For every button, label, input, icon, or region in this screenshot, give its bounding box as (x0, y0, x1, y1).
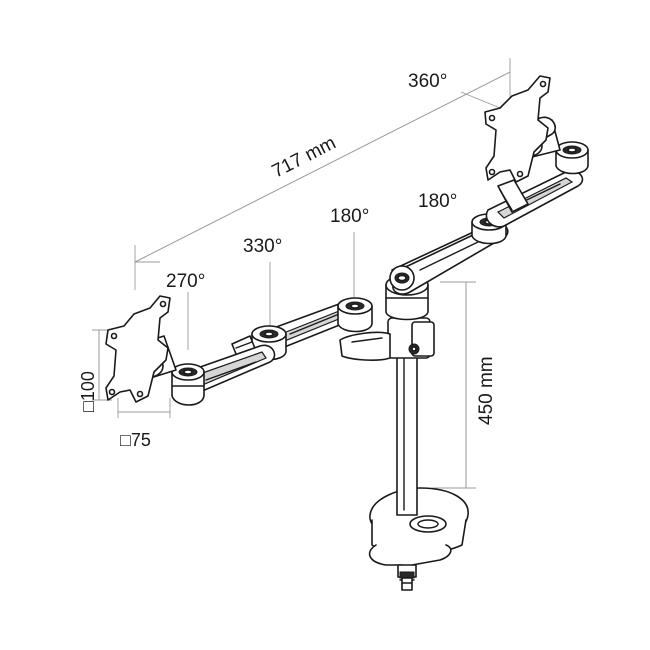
pole-collar (387, 317, 435, 359)
vesa-large-label: □100 (78, 371, 98, 412)
width-dimension-label: 717 mm (269, 133, 340, 183)
left-vesa-plate (105, 295, 171, 403)
right-vesa-plate (484, 75, 551, 183)
left-arm (131, 297, 373, 406)
right-head-joint (555, 141, 589, 175)
rotation-label-center: 180° (330, 206, 369, 227)
rotation-label-right-head: 360° (408, 71, 447, 92)
rotation-leader-lines (187, 91, 501, 350)
vesa-small-label: □75 (120, 430, 151, 450)
height-dimension-label: 450 mm (476, 356, 497, 425)
height-dimension-line (432, 281, 476, 489)
rotation-label-left-head: 270° (166, 271, 205, 292)
rotation-label-right-arm: 180° (418, 191, 457, 212)
left-inner-joint (337, 297, 373, 333)
desk-clamp-base (368, 487, 469, 591)
left-head-joint (171, 363, 205, 406)
rotation-label-left-mid: 330° (243, 236, 282, 257)
width-dimension-line (134, 58, 511, 290)
center-connector (339, 331, 391, 361)
